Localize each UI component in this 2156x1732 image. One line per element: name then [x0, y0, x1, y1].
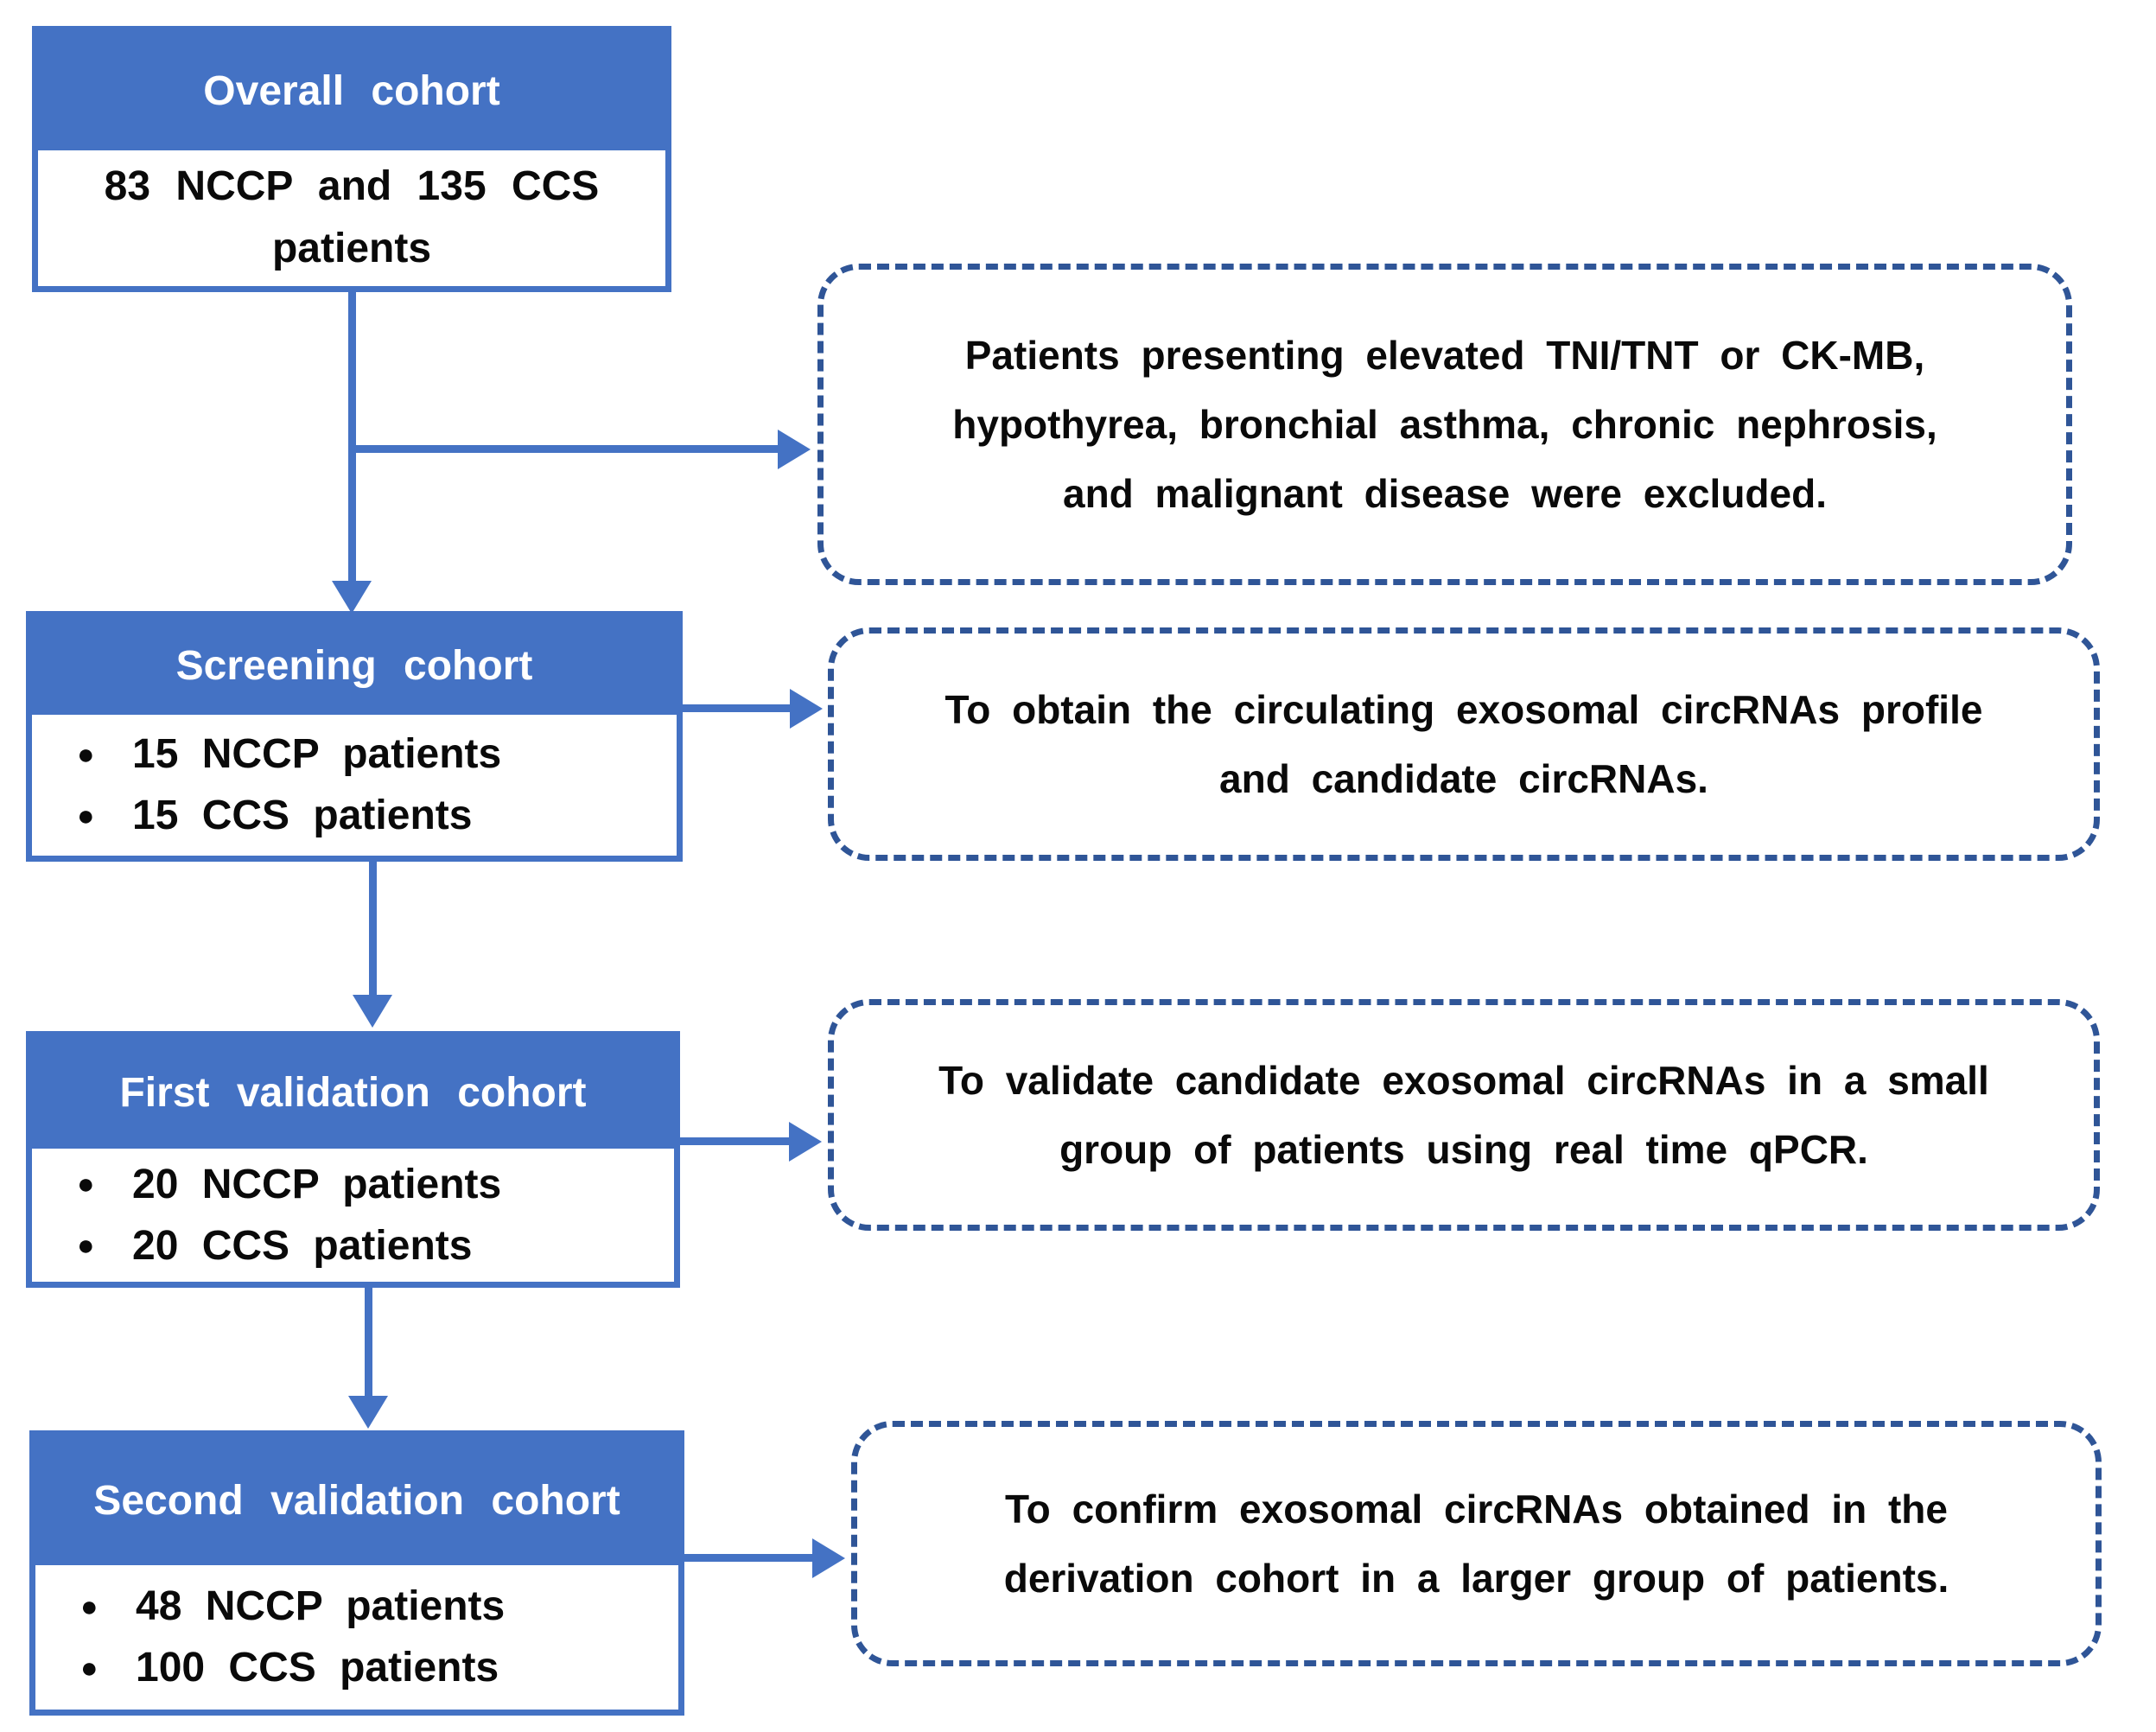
second-validation-cohort-title: Second validation cohort — [93, 1477, 620, 1524]
first-validation-cohort-box: First validation cohort ● 20 NCCP patien… — [26, 1031, 680, 1288]
note-line: Patients presenting elevated TNI/TNT or … — [964, 333, 1925, 378]
arrow-branch-to-exclusion — [352, 445, 779, 453]
list-item: ● 15 NCCP patients — [77, 730, 677, 778]
overall-cohort-body: 83 NCCP and 135 CCS patients — [38, 150, 665, 286]
list-item: ● 20 CCS patients — [77, 1222, 674, 1270]
second-validation-purpose-text: To confirm exosomal circRNAs obtained in… — [1004, 1474, 1949, 1613]
arrow-screening-to-note — [681, 704, 792, 712]
arrowhead-down-icon — [348, 1396, 388, 1429]
bullet-label: 100 CCS patients — [136, 1645, 499, 1691]
note-line: and malignant disease were excluded. — [1063, 471, 1827, 516]
note-line: To validate candidate exosomal circRNAs … — [938, 1058, 1989, 1103]
note-line: To confirm exosomal circRNAs obtained in… — [1005, 1487, 1948, 1531]
list-item: ● 15 CCS patients — [77, 792, 677, 839]
note-line: group of patients using real time qPCR. — [1059, 1127, 1868, 1172]
first-validation-cohort-header: First validation cohort — [31, 1036, 675, 1149]
overall-cohort-count-line2: patients — [271, 226, 432, 271]
overall-cohort-header: Overall cohort — [37, 31, 666, 150]
bullet-dot-icon: ● — [77, 737, 95, 771]
first-validation-cohort-bullets: ● 20 NCCP patients ● 20 CCS patients — [32, 1148, 674, 1282]
bullet-label: 20 NCCP patients — [132, 1161, 502, 1207]
first-validation-purpose-text: To validate candidate exosomal circRNAs … — [938, 1046, 1989, 1184]
arrowhead-right-icon — [812, 1538, 845, 1578]
note-line: derivation cohort in a larger group of p… — [1003, 1556, 1949, 1601]
arrow-overall-to-screening — [348, 292, 356, 583]
second-validation-purpose-note-box: To confirm exosomal circRNAs obtained in… — [851, 1421, 2102, 1666]
bullet-label: 15 NCCP patients — [132, 731, 502, 777]
first-validation-purpose-note-box: To validate candidate exosomal circRNAs … — [828, 999, 2100, 1231]
overall-cohort-title: Overall cohort — [203, 67, 500, 114]
note-line: To obtain the circulating exosomal circR… — [944, 687, 1983, 732]
bullet-dot-icon: ● — [77, 799, 95, 832]
second-validation-cohort-header: Second validation cohort — [35, 1436, 679, 1565]
list-item: ● 20 NCCP patients — [77, 1161, 674, 1208]
overall-cohort-count-line1: 83 NCCP and 135 CCS — [104, 163, 600, 209]
screening-cohort-bullets: ● 15 NCCP patients ● 15 CCS patients — [32, 714, 677, 856]
arrowhead-right-icon — [778, 430, 811, 469]
second-validation-cohort-bullets: ● 48 NCCP patients ● 100 CCS patients — [35, 1564, 678, 1710]
arrow-second-validation-to-note — [682, 1554, 814, 1562]
bullet-label: 15 CCS patients — [132, 793, 473, 838]
exclusion-criteria-text: Patients presenting elevated TNI/TNT or … — [952, 321, 1937, 528]
first-validation-cohort-title: First validation cohort — [119, 1069, 587, 1116]
bullet-label: 20 CCS patients — [132, 1222, 473, 1269]
screening-purpose-note-box: To obtain the circulating exosomal circR… — [828, 627, 2100, 861]
list-item: ● 48 NCCP patients — [80, 1582, 678, 1630]
bullet-label: 48 NCCP patients — [136, 1583, 506, 1629]
screening-cohort-title: Screening cohort — [175, 642, 533, 689]
bullet-dot-icon: ● — [80, 1651, 99, 1684]
screening-purpose-text: To obtain the circulating exosomal circR… — [945, 675, 1983, 813]
exclusion-criteria-note-box: Patients presenting elevated TNI/TNT or … — [817, 264, 2072, 585]
arrowhead-down-icon — [353, 995, 392, 1028]
screening-cohort-header: Screening cohort — [31, 616, 677, 715]
list-item: ● 100 CCS patients — [80, 1644, 678, 1691]
arrowhead-down-icon — [332, 581, 372, 614]
bullet-dot-icon: ● — [80, 1589, 99, 1623]
note-line: and candidate circRNAs. — [1219, 756, 1708, 801]
bullet-dot-icon: ● — [77, 1168, 95, 1200]
second-validation-cohort-box: Second validation cohort ● 48 NCCP patie… — [29, 1430, 684, 1716]
arrow-screening-to-first-validation — [369, 862, 377, 997]
arrowhead-right-icon — [790, 689, 823, 729]
note-line: hypothyrea, bronchial asthma, chronic ne… — [952, 402, 1937, 447]
arrowhead-right-icon — [789, 1122, 822, 1162]
overall-cohort-box: Overall cohort 83 NCCP and 135 CCS patie… — [32, 26, 671, 292]
arrow-first-to-second-validation — [365, 1288, 372, 1398]
bullet-dot-icon: ● — [77, 1229, 95, 1262]
arrow-first-validation-to-note — [678, 1137, 791, 1145]
screening-cohort-box: Screening cohort ● 15 NCCP patients ● 15… — [26, 611, 683, 862]
